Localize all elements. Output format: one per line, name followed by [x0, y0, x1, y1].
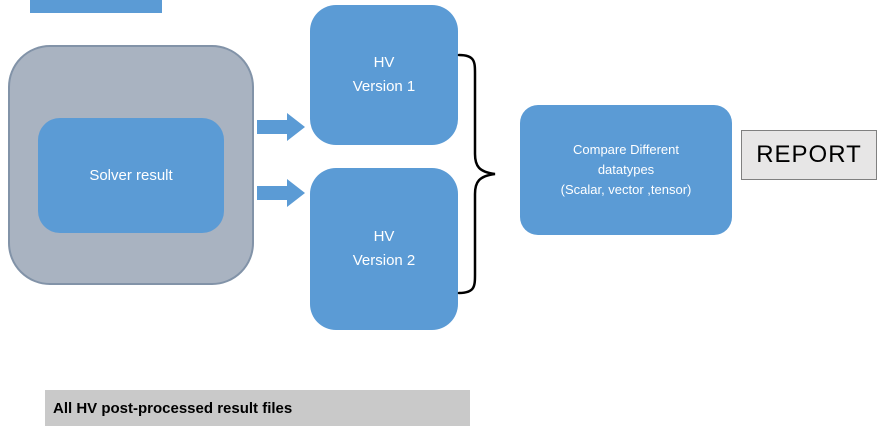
solver-result-box: Solver result — [38, 118, 224, 233]
solver-result-label: Solver result — [89, 167, 173, 184]
footer-label: All HV post-processed result files — [53, 399, 293, 417]
arrow-head — [287, 179, 305, 207]
hv-version-2-line1: HV — [373, 228, 395, 245]
compare-datatypes-box: Compare Different datatypes (Scalar, vec… — [520, 105, 732, 235]
report-label: REPORT — [756, 141, 862, 168]
right-arrow-icon — [257, 179, 305, 207]
arrow-head — [287, 113, 305, 141]
compare-line1: Compare Different — [573, 141, 679, 157]
report-box: REPORT — [741, 130, 877, 180]
hv-version-2-line2: Version 2 — [352, 252, 416, 269]
compare-line2: datatypes — [597, 161, 655, 177]
hv-version-2-box: HV Version 2 — [310, 168, 458, 330]
footer-bar: All HV post-processed result files — [45, 390, 470, 426]
top-blue-strip — [30, 0, 162, 13]
curly-brace-icon — [457, 53, 496, 295]
arrow-shaft — [257, 186, 288, 200]
hv-version-1-box: HV Version 1 — [310, 5, 458, 145]
right-arrow-icon — [257, 113, 305, 141]
hv-version-1-line1: HV — [373, 54, 395, 71]
compare-line3: (Scalar, vector ,tensor) — [560, 182, 692, 198]
hv-version-1-line2: Version 1 — [352, 78, 416, 95]
arrow-shaft — [257, 120, 288, 134]
